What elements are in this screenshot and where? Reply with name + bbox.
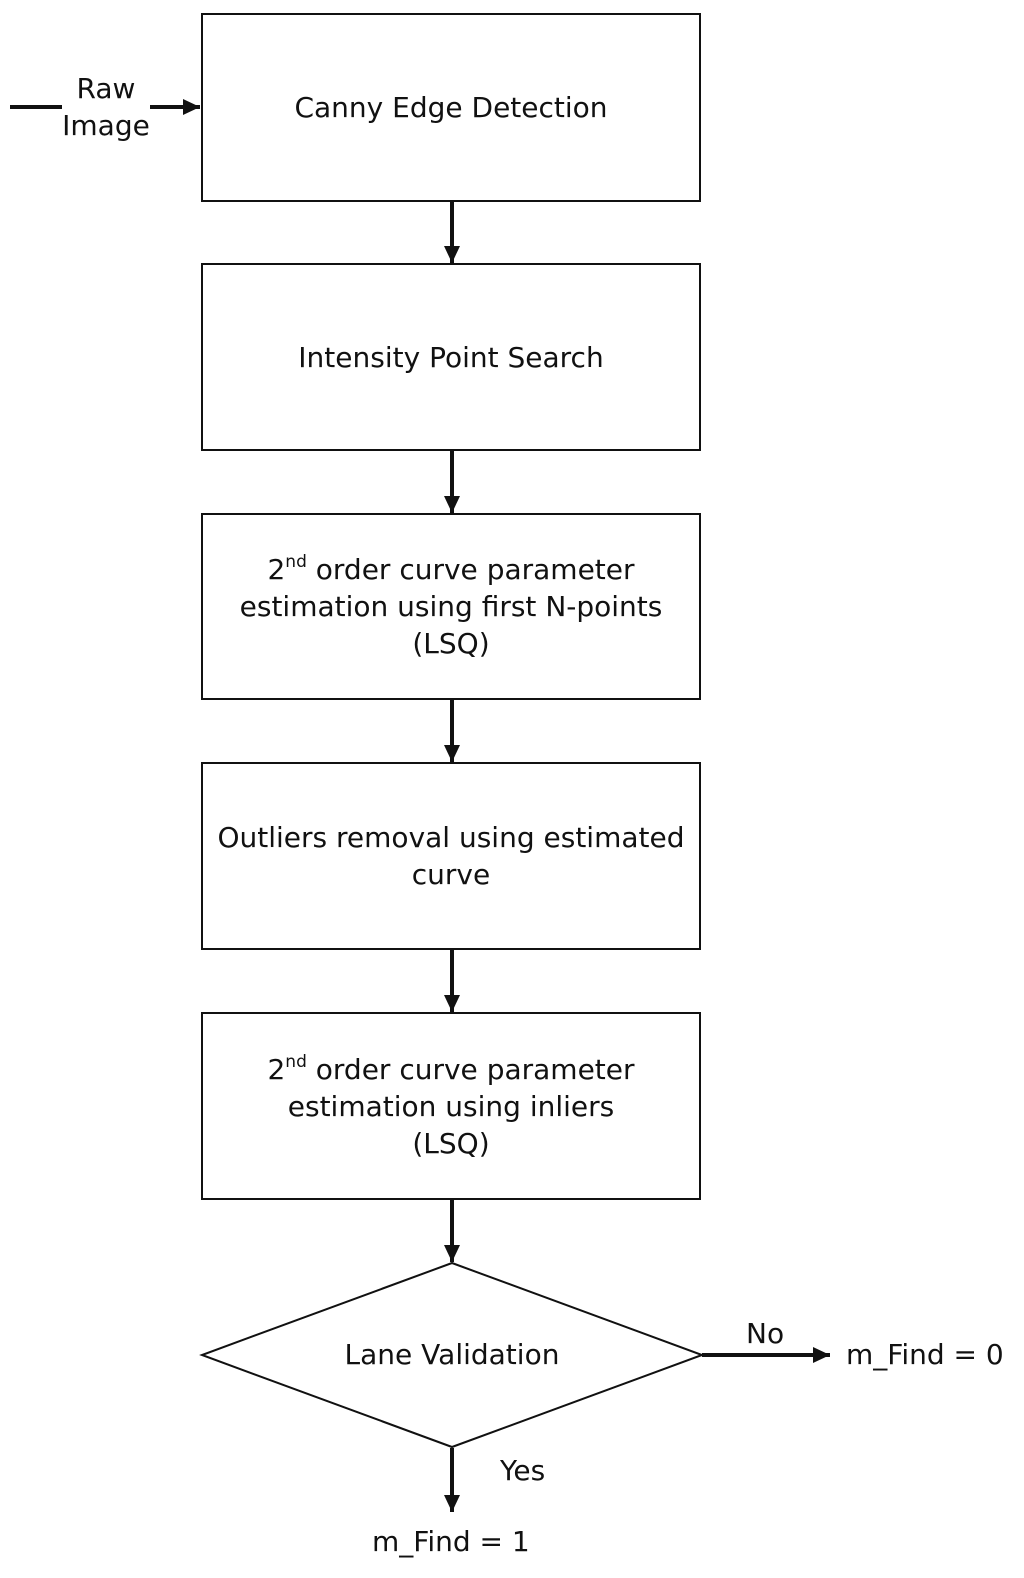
step-curve-estimation-inliers: 2nd order curve parameter estimation usi…	[201, 1012, 701, 1200]
step-3-line3: (LSQ)	[412, 627, 490, 660]
step-3-text: 2nd order curve parameter estimation usi…	[240, 551, 663, 662]
input-label: Raw Image	[62, 70, 150, 144]
step-3-superscript: nd	[285, 552, 307, 572]
step-2-text: Intensity Point Search	[298, 340, 604, 374]
step-5-superscript: nd	[285, 1051, 307, 1072]
step-curve-estimation-first-n-points: 2nd order curve parameter estimation usi…	[201, 513, 701, 700]
step-5-prefix: 2	[267, 1052, 286, 1086]
step-1-text: Canny Edge Detection	[294, 91, 608, 124]
step-canny-edge-detection: Canny Edge Detection	[201, 13, 701, 202]
no-branch-result: m_Find = 0	[846, 1338, 1004, 1371]
decision-label: Lane Validation	[344, 1338, 560, 1371]
step-3-line2: estimation using first N-points	[239, 590, 663, 623]
step-outliers-removal: Outliers removal using estimated curve	[201, 762, 701, 950]
step-4-text: Outliers removal using estimated curve	[217, 819, 684, 893]
step-5-line1-rest: order curve parameter	[306, 1052, 635, 1086]
input-label-line1: Raw	[76, 72, 136, 105]
step-4-line2: curve	[411, 858, 491, 891]
step-intensity-point-search: Intensity Point Search	[201, 263, 701, 451]
step-5-text: 2nd order curve parameter estimation usi…	[267, 1051, 634, 1162]
step-3-prefix: 2	[267, 553, 286, 586]
yes-branch-result: m_Find = 1	[372, 1525, 530, 1558]
decision-diamond	[199, 1261, 705, 1449]
step-3-line1: 2nd order curve parameter	[240, 551, 663, 588]
input-label-line2: Image	[62, 109, 150, 142]
step-4-line1: Outliers removal using estimated	[217, 821, 685, 854]
no-branch-label: No	[746, 1317, 785, 1350]
step-3-line1-rest: order curve parameter	[306, 553, 635, 586]
yes-branch-label: Yes	[500, 1454, 546, 1487]
step-5-line2: estimation using inliers	[287, 1089, 615, 1123]
step-5-line3: (LSQ)	[412, 1126, 490, 1160]
step-5-line1: 2nd order curve parameter	[267, 1051, 634, 1088]
